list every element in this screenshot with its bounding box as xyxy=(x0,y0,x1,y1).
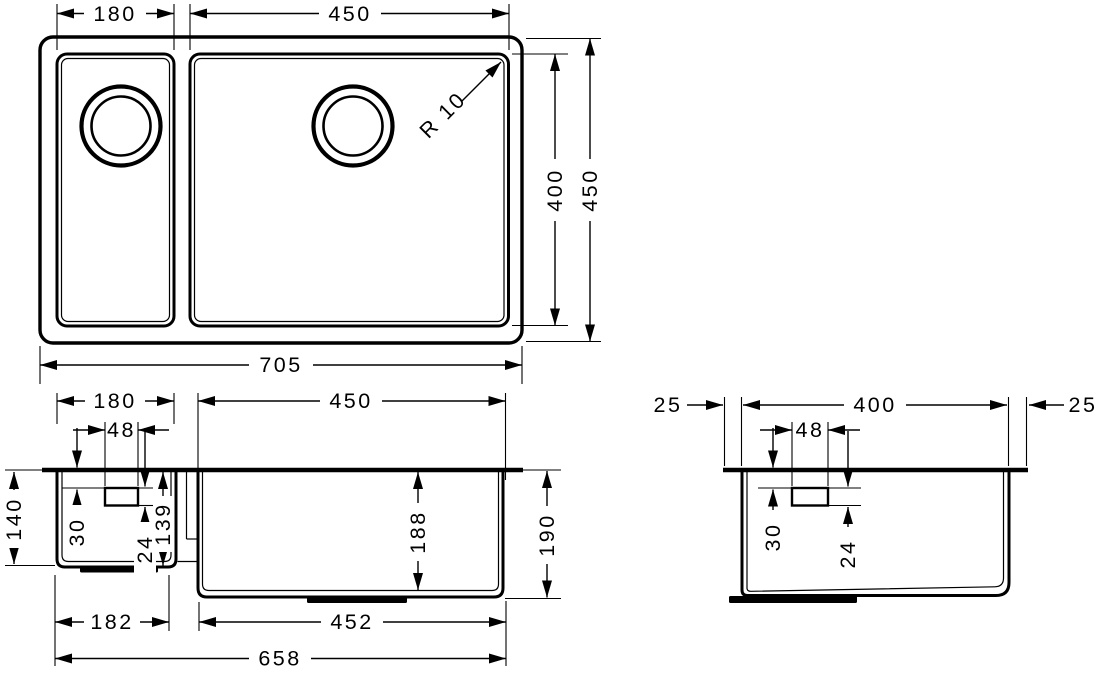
dim-side-overflow-width: 48 xyxy=(796,418,825,442)
dim-side-overflow-height: 24 xyxy=(836,540,860,569)
overflow-hole xyxy=(790,486,830,507)
drain-recess xyxy=(729,596,857,603)
dim-front-overall-bottom-width: 658 xyxy=(258,647,301,671)
dim-side-rim-left: 25 xyxy=(654,393,683,417)
left-bowl-inner-edge xyxy=(60,57,171,323)
label-bg xyxy=(536,506,558,564)
label-bg xyxy=(837,527,859,581)
overflow-hole xyxy=(103,486,140,507)
dim-side-overflow-offset: 30 xyxy=(761,523,785,552)
dim-top-right-bowl-width: 450 xyxy=(328,2,371,26)
side-view: 25 400 25 48 30 24 xyxy=(654,393,1098,603)
dim-front-overflow-width: 48 xyxy=(107,418,136,442)
dim-top-left-bowl-width: 180 xyxy=(93,2,136,26)
right-bowl-inner-edge xyxy=(193,57,505,323)
dim-front-left-bottom-width: 182 xyxy=(90,610,133,634)
label-bg xyxy=(407,503,429,561)
dim-front-left-inner-depth: 139 xyxy=(151,502,175,545)
right-drain-outer xyxy=(311,84,395,168)
label-bg xyxy=(249,353,313,377)
bowl-outline xyxy=(740,470,1011,597)
radius-leader-line xyxy=(461,61,502,102)
sink-outer-rim xyxy=(38,35,524,345)
right-bowl xyxy=(188,52,510,328)
label-bg xyxy=(844,394,906,416)
left-bowl-inner-line xyxy=(61,470,172,563)
left-bowl xyxy=(55,52,176,328)
dim-top-bowl-depth-inner: 400 xyxy=(543,168,567,211)
label-bg xyxy=(578,159,602,221)
label-bg xyxy=(249,647,311,670)
dim-corner-radius: R 10 xyxy=(415,87,471,143)
dim-side-front-to-back: 400 xyxy=(853,393,896,417)
dim-front-right-bottom-width: 452 xyxy=(330,610,373,634)
dim-front-left-bowl-width: 180 xyxy=(93,389,136,413)
dim-top-overall-depth: 450 xyxy=(578,168,602,211)
label-bg xyxy=(84,2,146,25)
label-bg xyxy=(66,505,88,559)
dim-side-rim-right: 25 xyxy=(1069,393,1098,417)
right-bowl-outline xyxy=(196,470,505,599)
dim-front-left-bowl-height: 140 xyxy=(2,497,26,540)
label-bg xyxy=(543,159,567,221)
bowl-inner-line xyxy=(746,470,1005,592)
dim-front-right-bowl-height: 190 xyxy=(535,513,559,556)
label-bg xyxy=(320,390,382,412)
label-bg xyxy=(84,611,140,633)
label-bg xyxy=(134,522,156,576)
right-drain-recess xyxy=(307,595,407,603)
right-drain-inner xyxy=(322,95,384,157)
label-bg xyxy=(153,496,174,552)
top-view: R 10 180 450 400 450 705 xyxy=(38,2,602,384)
dim-front-right-bowl-width: 450 xyxy=(329,389,372,413)
dim-front-right-inner-depth: 188 xyxy=(406,510,430,553)
label-bg xyxy=(3,490,25,548)
label-bg xyxy=(762,510,784,564)
right-bowl-inner-line xyxy=(201,470,500,592)
label-bg xyxy=(321,611,383,633)
left-drain-inner xyxy=(90,95,152,157)
dim-front-overflow-offset: 30 xyxy=(65,518,89,547)
left-drain-outer xyxy=(79,84,163,168)
label-bg xyxy=(319,2,381,25)
front-view: 180 450 48 30 24 139 140 188 190 xyxy=(2,389,561,671)
label-bg xyxy=(85,390,145,412)
dim-top-overall-width: 705 xyxy=(259,353,302,377)
